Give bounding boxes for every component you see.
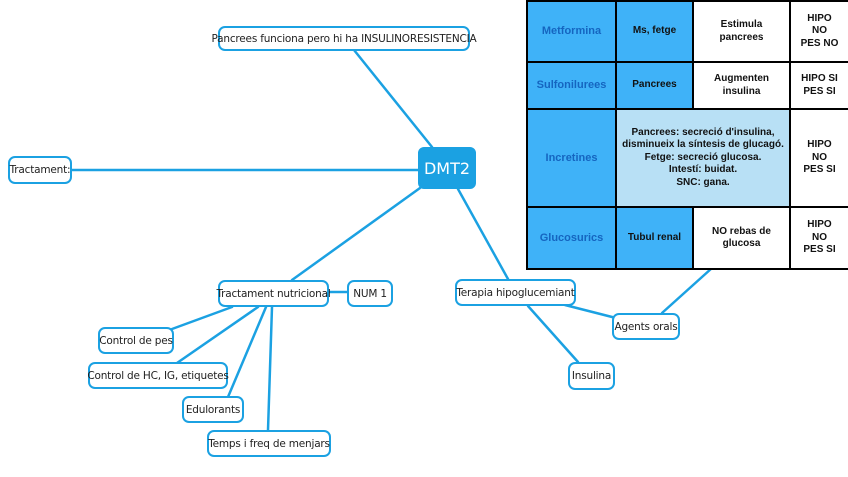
table-row: Incretines Pancrees: secreció d'insulina… (526, 108, 848, 208)
link-dmt2-nutricional (290, 186, 422, 282)
node-tractament-nutricional[interactable]: Tractament nutricional (216, 280, 331, 307)
link-hipoglucemiant-agents (563, 303, 618, 320)
node-dmt2-central[interactable]: DMT2 (418, 147, 476, 189)
site-cell: Pancrees (615, 61, 694, 110)
node-label: Control de pes (99, 334, 173, 347)
site-cell: Tubul renal (615, 206, 694, 270)
drug-name-cell: Metformina (526, 0, 617, 63)
node-temps-freq[interactable]: Temps i freq de menjars (207, 430, 331, 457)
cell-line: Augmenten (714, 73, 769, 84)
node-label: Temps i freq de menjars (208, 437, 330, 450)
drug-name-cell: Incretines (526, 108, 617, 208)
cell-line: Intestí: buidat. (668, 164, 738, 176)
action-cell: Augmenten insulina (692, 61, 791, 110)
cell-line: PES SI (803, 244, 836, 256)
node-insulinoresistencia[interactable]: Pancrees funciona pero hi ha INSULINORES… (211, 26, 477, 51)
cell-line: HIPO (807, 12, 832, 24)
drug-name-cell: Glucosurics (526, 206, 617, 270)
drug-name-cell: Sulfonilurees (526, 61, 617, 110)
link-nutricional-edulorants (226, 305, 268, 399)
node-num1[interactable]: NUM 1 (347, 280, 393, 307)
node-label: Pancrees funciona pero hi ha INSULINORES… (211, 32, 477, 45)
cell-line: Estimula (720, 19, 763, 30)
node-label: DMT2 (423, 158, 471, 178)
cell-line: HIPO (807, 219, 832, 231)
effects-cell: HIPO NO PES SI (789, 206, 848, 270)
oral-agents-table: Metformina Ms, fetge Estimula pancrees H… (526, 0, 848, 270)
node-label: Agents orals (614, 320, 678, 333)
node-label: Insulina (571, 370, 612, 382)
cell-line: Pancrees: secreció d'insulina, (631, 126, 775, 138)
link-dmt2-insulinoresistencia (352, 48, 434, 149)
cell-line: SNC: gana. (676, 176, 730, 188)
action-cell: NO rebas de glucosa (692, 206, 791, 270)
cell-line: Fetge: secreció glucosa. (644, 151, 762, 163)
node-label: Tractament: (9, 164, 71, 176)
table-row: Metformina Ms, fetge Estimula pancrees H… (526, 0, 848, 63)
node-edulorants[interactable]: Edulorants (182, 396, 244, 423)
cell-line: disminueix la síntesis de glucagó. (622, 139, 784, 151)
cell-line: insulina (722, 85, 761, 97)
node-control-hc[interactable]: Control de HC, IG, etiquetes (87, 362, 229, 389)
table-row: Sulfonilurees Pancrees Augmenten insulin… (526, 61, 848, 110)
node-control-pes[interactable]: Control de pes (98, 327, 174, 354)
node-terapia-hipoglucemiant[interactable]: Terapia hipoglucemiant (455, 279, 576, 306)
effects-cell: HIPO SI PES SI (789, 61, 848, 110)
effects-cell: HIPO NO PES NO (789, 0, 848, 63)
cell-line: PES NO (800, 37, 839, 49)
cell-line: HIPO SI (801, 73, 838, 84)
cell-line: pancrees (719, 31, 764, 43)
site-action-cell: Pancrees: secreció d'insulina, disminuei… (615, 108, 791, 208)
node-label: NUM 1 (353, 287, 387, 300)
link-nutricional-temps (266, 305, 274, 432)
node-agents-orals[interactable]: Agents orals (612, 313, 680, 340)
link-dmt2-hipoglucemiant (456, 187, 510, 281)
link-nutricional-hc (175, 305, 260, 365)
table-row: Glucosurics Tubul renal NO rebas de gluc… (526, 206, 848, 270)
cell-line: NO (812, 231, 827, 243)
effects-cell: HIPO NO PES SI (789, 108, 848, 208)
site-cell: Ms, fetge (615, 0, 694, 63)
node-label: Edulorants (185, 403, 241, 416)
cell-line: NO rebas de (712, 225, 771, 237)
link-agents-table (660, 266, 714, 315)
cell-line: HIPO (807, 139, 832, 151)
node-label: Control de HC, IG, etiquetes (87, 369, 229, 382)
action-cell: Estimula pancrees (692, 0, 791, 63)
cell-line: glucosa (722, 238, 761, 249)
node-insulina[interactable]: Insulina (568, 362, 615, 390)
node-label: Terapia hipoglucemiant (456, 286, 575, 299)
link-hipoglucemiant-insulina (526, 304, 580, 364)
node-tractament[interactable]: Tractament: (8, 156, 72, 184)
cell-line: NO (812, 25, 827, 37)
cell-line: NO (812, 151, 827, 163)
link-nutricional-pes (170, 305, 234, 331)
node-label: Tractament nutricional (216, 287, 331, 300)
cell-line: PES SI (803, 85, 836, 97)
cell-line: PES SI (803, 164, 836, 176)
